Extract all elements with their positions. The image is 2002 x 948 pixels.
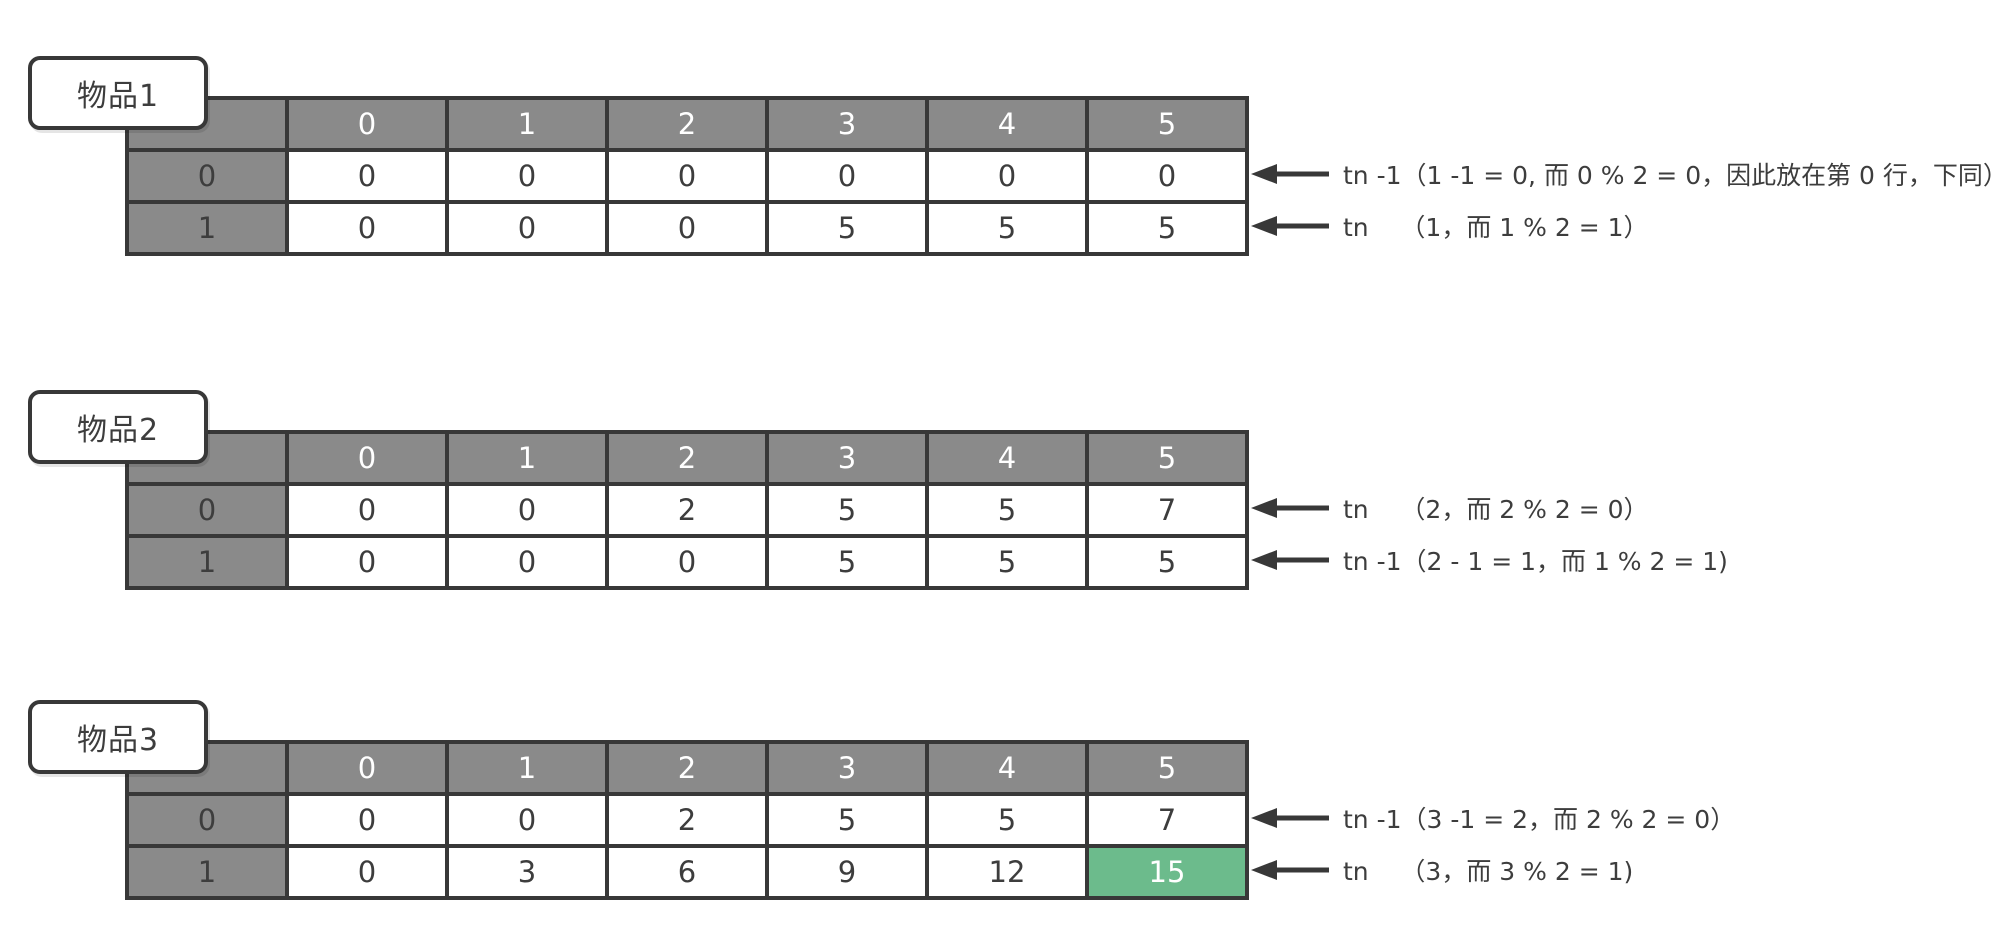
item-badge: 物品3	[28, 700, 208, 774]
annotation-text: tn （2，而 2 % 2 = 0）	[1343, 495, 1649, 524]
column-header: 5	[1085, 96, 1249, 152]
item-badge: 物品2	[28, 390, 208, 464]
dp-cell: 0	[285, 200, 449, 256]
row-header: 1	[125, 200, 289, 256]
item-badge: 物品1	[28, 56, 208, 130]
dp-cell: 0	[605, 534, 769, 590]
dp-cell: 0	[285, 844, 449, 900]
annotation-text: tn -1（3 -1 = 2，而 2 % 2 = 0）	[1343, 805, 1736, 834]
dp-cell: 0	[445, 792, 609, 848]
column-header: 2	[605, 96, 769, 152]
dp-cell: 0	[925, 148, 1089, 204]
dp-cell: 0	[605, 148, 769, 204]
left-arrow-icon	[1251, 164, 1329, 184]
item-badge-label: 物品1	[76, 79, 160, 114]
row-header: 1	[125, 534, 289, 590]
column-header: 5	[1085, 430, 1249, 486]
dp-cell: 5	[925, 534, 1089, 590]
dp-cell: 3	[445, 844, 609, 900]
dp-cell: 0	[285, 482, 449, 538]
annotation-text: tn （3，而 3 % 2 = 1)	[1343, 857, 1634, 886]
item-badge-label: 物品2	[76, 413, 160, 448]
column-header: 1	[445, 96, 609, 152]
column-header: 4	[925, 740, 1089, 796]
column-header: 3	[765, 96, 929, 152]
column-header: 1	[445, 430, 609, 486]
dp-cell: 12	[925, 844, 1089, 900]
dp-cell: 0	[445, 148, 609, 204]
dp-cell: 0	[605, 200, 769, 256]
dp-cell: 7	[1085, 792, 1249, 848]
column-header: 3	[765, 740, 929, 796]
dp-cell: 6	[605, 844, 769, 900]
dp-cell: 0	[765, 148, 929, 204]
dp-cell: 0	[445, 200, 609, 256]
dp-cell: 0	[285, 148, 449, 204]
dp-cell: 0	[285, 792, 449, 848]
dp-cell: 0	[285, 534, 449, 590]
row-header: 1	[125, 844, 289, 900]
column-header: 3	[765, 430, 929, 486]
dp-cell: 5	[765, 534, 929, 590]
dp-cell: 5	[925, 482, 1089, 538]
annotation-text: tn -1（2 - 1 = 1，而 1 % 2 = 1)	[1343, 547, 1728, 576]
column-header: 5	[1085, 740, 1249, 796]
left-arrow-icon	[1251, 216, 1329, 236]
column-header: 0	[285, 740, 449, 796]
column-header: 4	[925, 430, 1089, 486]
left-arrow-icon	[1251, 860, 1329, 880]
left-arrow-icon	[1251, 808, 1329, 828]
dp-cell: 0	[445, 482, 609, 538]
column-header: 0	[285, 96, 449, 152]
column-header: 0	[285, 430, 449, 486]
row-header: 0	[125, 482, 289, 538]
dp-cell: 5	[1085, 534, 1249, 590]
item-badge-label: 物品3	[76, 723, 160, 758]
dp-cell: 5	[765, 792, 929, 848]
dp-cell-highlighted: 15	[1085, 844, 1249, 900]
annotation-text: tn （1，而 1 % 2 = 1）	[1343, 213, 1649, 242]
column-header: 1	[445, 740, 609, 796]
dp-cell: 5	[765, 482, 929, 538]
dp-cell: 0	[445, 534, 609, 590]
left-arrow-icon	[1251, 498, 1329, 518]
left-arrow-icon	[1251, 550, 1329, 570]
dp-cell: 5	[765, 200, 929, 256]
row-header: 0	[125, 148, 289, 204]
dp-cell: 5	[1085, 200, 1249, 256]
dp-cell: 2	[605, 482, 769, 538]
dp-cell: 9	[765, 844, 929, 900]
dp-cell: 0	[1085, 148, 1249, 204]
row-header: 0	[125, 792, 289, 848]
dp-cell: 7	[1085, 482, 1249, 538]
dp-cell: 2	[605, 792, 769, 848]
annotation-text: tn -1（1 -1 = 0, 而 0 % 2 = 0，因此放在第 0 行，下同…	[1343, 161, 2002, 190]
column-header: 2	[605, 430, 769, 486]
dp-cell: 5	[925, 200, 1089, 256]
column-header: 2	[605, 740, 769, 796]
column-header: 4	[925, 96, 1089, 152]
dp-cell: 5	[925, 792, 1089, 848]
